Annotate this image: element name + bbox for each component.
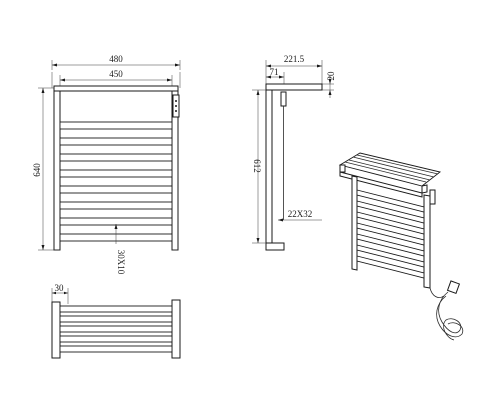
perspective-right-upright [423, 194, 431, 289]
dimension-tube-section: 22X32 [278, 209, 322, 222]
dim-label-450: 450 [109, 69, 123, 79]
dim-label-30: 30 [55, 283, 65, 293]
dim-label-22x32: 22X32 [288, 209, 313, 219]
dimension-inner-width: 450 [59, 69, 173, 86]
control-indicator [175, 100, 177, 102]
top-right-end [171, 299, 181, 359]
top-bar [53, 85, 179, 92]
side-upright [265, 89, 273, 251]
side-view: 221.5 71 20 [252, 54, 336, 251]
side-shelf-arm [265, 83, 323, 91]
plug-icon [446, 280, 461, 295]
dim-label-612: 612 [252, 159, 262, 173]
dimension-side-height: 612 [252, 89, 266, 244]
dimension-shelf-depth: 30 [51, 283, 69, 304]
perspective-shelf [338, 152, 442, 198]
dim-label-480: 480 [109, 54, 123, 64]
dimension-wall-offset: 71 [266, 67, 285, 84]
dim-label-71: 71 [270, 67, 279, 77]
dimension-overall-width: 480 [51, 54, 181, 88]
dim-label-221-5: 221.5 [284, 54, 305, 64]
dimension-shelf-thickness: 20 [322, 71, 336, 98]
front-rails [59, 121, 173, 242]
power-cable [429, 280, 464, 341]
perspective-view [338, 152, 464, 341]
top-view: 30 [51, 283, 181, 359]
dimension-bar-section: 30X10 [114, 224, 126, 275]
top-left-end [51, 301, 61, 359]
perspective-left-upright [351, 175, 358, 271]
dim-label-30x10: 30X10 [116, 250, 126, 275]
dimension-overall-height: 640 [32, 87, 55, 251]
perspective-rails [356, 189, 425, 279]
side-foot [265, 242, 285, 251]
dim-label-20: 20 [326, 71, 336, 81]
dimension-side-depth: 221.5 [265, 54, 323, 84]
front-view: 480 450 640 [32, 54, 181, 275]
dim-label-640: 640 [32, 163, 42, 177]
side-control-box [280, 91, 287, 107]
perspective-control-box [429, 189, 436, 205]
left-upright [53, 87, 61, 251]
top-rails [59, 305, 173, 353]
